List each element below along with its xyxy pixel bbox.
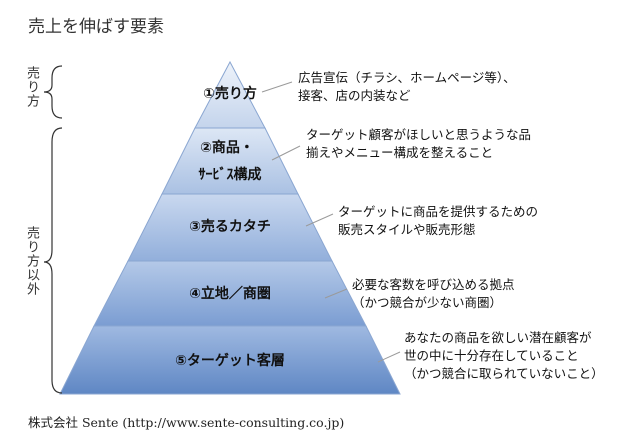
layer-label-2: ②商品・ ｻｰﾋﾞｽ構成 <box>180 138 280 186</box>
description-line: （かつ競合が少ない商圏） <box>352 295 503 311</box>
leader-line-1 <box>261 81 293 93</box>
description-line: 必要な客数を呼び込める拠点 <box>352 277 515 292</box>
layer-description-1: 広告宣伝（チラシ、ホームページ等）、 接客、店の内装など <box>298 69 516 105</box>
layer-label-4: ④立地／商圏 <box>189 286 271 302</box>
footer-credit: 株式会社 Sente (http://www.sente-consulting.… <box>28 415 345 430</box>
layer-label-2-line1: ②商品・ <box>200 140 254 156</box>
leader-line-2 <box>271 145 301 161</box>
description-line: 揃えやメニュー構成を整えること <box>306 145 494 161</box>
bracket-upper <box>43 65 63 119</box>
pyramid-layer-5 <box>59 325 401 395</box>
description-line: ターゲット顧客がほしいと思うような品 <box>306 127 532 142</box>
layer-description-3: ターゲットに商品を提供するための 販売スタイルや販売形態 <box>338 203 538 239</box>
page-title: 売上を伸ばす要素 <box>28 17 164 37</box>
description-line: 接客、店の内装など <box>298 88 411 104</box>
description-line: あなたの商品を欲しい潜在顧客が <box>404 330 592 345</box>
leader-line-4 <box>324 288 348 299</box>
description-line: ターゲットに商品を提供するための <box>338 204 539 219</box>
bracket-label-lower: 売り方以外 <box>24 226 39 296</box>
layer-description-5: あなたの商品を欲しい潜在顧客が 世の中に十分存在していること （かつ競合に取られ… <box>404 329 604 383</box>
layer-description-4: 必要な客数を呼び込める拠点 （かつ競合が少ない商圏） <box>352 276 515 312</box>
layer-label-3: ③売るカタチ <box>189 219 271 235</box>
description-line: （かつ競合に取られていないこと） <box>404 366 604 382</box>
bracket-label-upper: 売り方 <box>24 66 39 108</box>
description-line: 販売スタイルや販売形態 <box>338 222 476 238</box>
layer-label-1: ①売り方 <box>203 86 257 102</box>
layer-description-2: ターゲット顧客がほしいと思うような品 揃えやメニュー構成を整えること <box>306 126 531 162</box>
leader-line-5 <box>377 351 401 363</box>
layer-label-2-line2: ｻｰﾋﾞｽ構成 <box>198 167 262 183</box>
description-line: 広告宣伝（チラシ、ホームページ等）、 <box>298 70 516 85</box>
leader-line-3 <box>305 213 334 227</box>
description-line: 世の中に十分存在していること <box>404 348 579 364</box>
bracket-lower <box>43 127 63 394</box>
layer-label-5: ⑤ターゲット客層 <box>175 353 285 369</box>
